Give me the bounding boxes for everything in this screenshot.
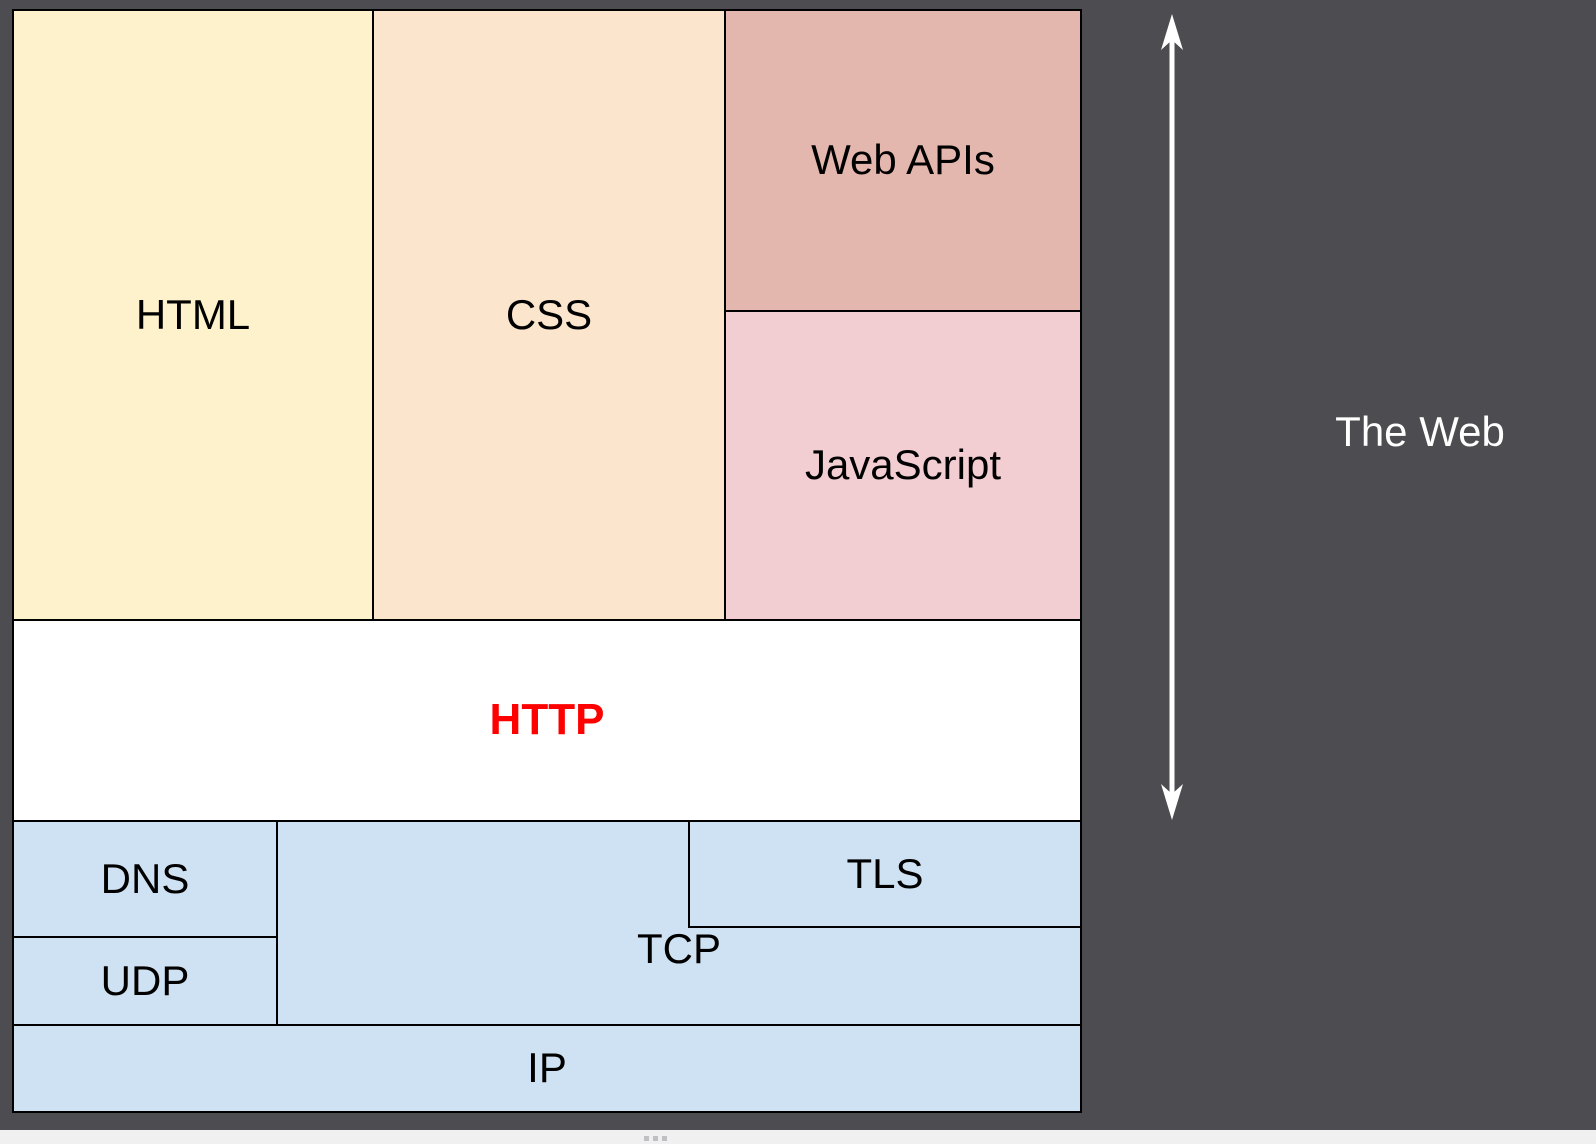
- drag-handle-dot: [662, 1136, 667, 1141]
- drag-handle-dot: [644, 1136, 649, 1141]
- drag-handle-dot: [653, 1136, 658, 1141]
- html-layer-label: HTML: [135, 290, 251, 338]
- web-apis-layer-box: Web APIs: [724, 9, 1082, 312]
- ip-layer-box: IP: [12, 1024, 1082, 1113]
- bottom-bar: [0, 1130, 1596, 1144]
- double-arrow-icon: [1161, 14, 1183, 820]
- css-layer-label: CSS: [505, 290, 593, 338]
- tcp-layer-label: TCP: [637, 925, 721, 972]
- dns-layer-box: DNS: [12, 820, 278, 938]
- javascript-layer-box: JavaScript: [724, 310, 1082, 621]
- udp-layer-box: UDP: [12, 936, 278, 1026]
- tls-layer-label: TLS: [846, 849, 924, 897]
- http-layer-label: HTTP: [489, 695, 605, 745]
- css-layer-box: CSS: [372, 9, 726, 621]
- udp-layer-label: UDP: [100, 956, 190, 1004]
- drag-handle[interactable]: [644, 1136, 667, 1141]
- ip-layer-label: IP: [527, 1044, 567, 1092]
- dns-layer-label: DNS: [100, 854, 190, 902]
- javascript-layer-label: JavaScript: [804, 441, 1002, 489]
- http-layer-box: HTTP: [12, 619, 1082, 822]
- html-layer-box: HTML: [12, 9, 374, 621]
- web-apis-layer-label: Web APIs: [811, 136, 995, 184]
- the-web-annotation: The Web: [1335, 408, 1505, 455]
- tls-layer-box: TLS: [688, 820, 1082, 928]
